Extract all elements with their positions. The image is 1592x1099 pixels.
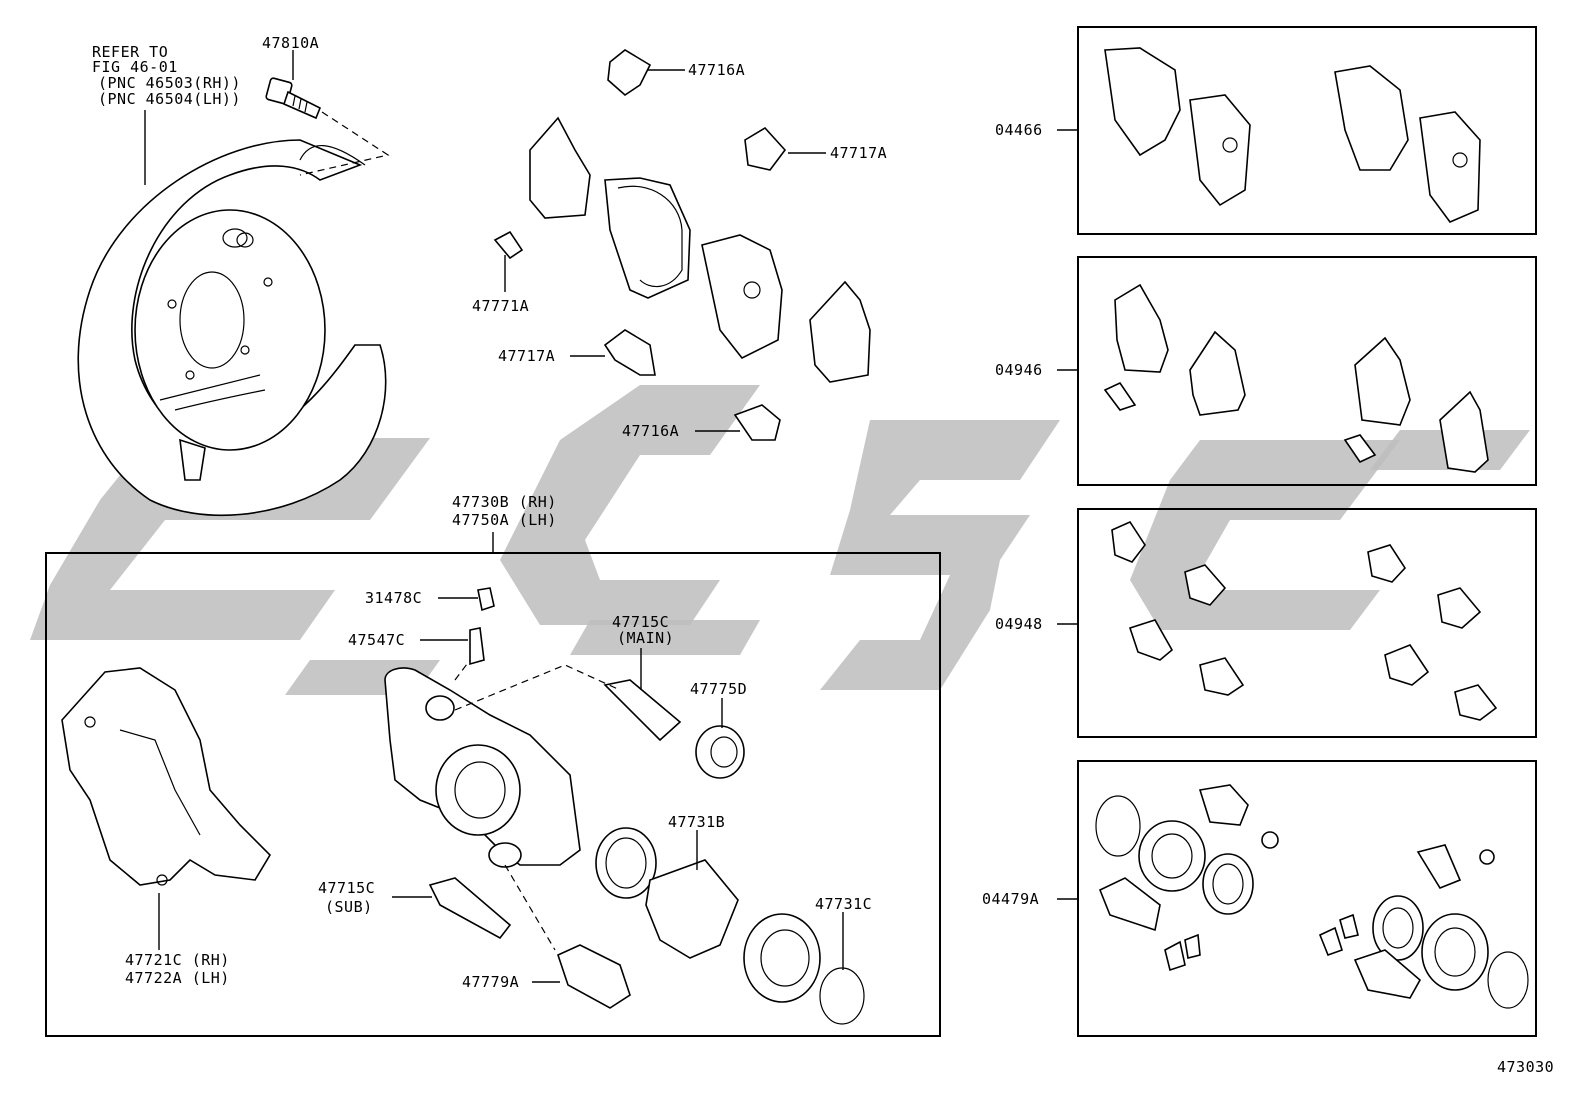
refer-note-line2: FIG 46-01 <box>92 58 178 76</box>
refer-note-line1: REFER TO <box>92 43 168 61</box>
kit-04946-shims-drawing <box>1103 283 1489 473</box>
part-label-47771A[interactable]: 47771A <box>472 297 529 315</box>
part-label-47730B[interactable]: 47730B (RH) <box>452 493 557 511</box>
caliper-body-drawing <box>384 667 581 868</box>
part-label-47715C-main[interactable]: 47715C <box>612 613 669 631</box>
part-label-47715C-sub[interactable]: 47715C <box>318 879 375 897</box>
leader-lines <box>144 50 1078 983</box>
part-label-47731C[interactable]: 47731C <box>815 895 872 913</box>
part-label-47779A[interactable]: 47779A <box>462 973 519 991</box>
part-label-31478C[interactable]: 31478C <box>365 589 422 607</box>
part-label-47715C-main-note: (MAIN) <box>617 629 674 647</box>
part-label-47717A-mid[interactable]: 47717A <box>498 347 555 365</box>
part-label-47722A[interactable]: 47722A (LH) <box>125 969 230 987</box>
part-label-47715C-sub-note: (SUB) <box>325 898 373 916</box>
part-label-47750A[interactable]: 47750A (LH) <box>452 511 557 529</box>
kit-box-04946 <box>1077 256 1537 486</box>
part-label-47716A-top[interactable]: 47716A <box>688 61 745 79</box>
kit-label-04479A[interactable]: 04479A <box>982 890 1039 908</box>
kit-label-04946[interactable]: 04946 <box>995 361 1043 379</box>
part-label-47721C[interactable]: 47721C (RH) <box>125 951 230 969</box>
caliper-small-parts-drawing <box>428 587 865 1025</box>
refer-note-line4: (PNC 46504(LH)) <box>98 90 241 108</box>
part-label-47547C[interactable]: 47547C <box>348 631 405 649</box>
bolt-47810A-drawing <box>265 77 322 120</box>
leader-dash-47810A <box>299 111 390 176</box>
kit-label-04948[interactable]: 04948 <box>995 615 1043 633</box>
caliper-bracket-drawing <box>61 667 272 886</box>
part-label-47717A-top[interactable]: 47717A <box>830 144 887 162</box>
refer-note-line3: (PNC 46503(RH)) <box>98 74 241 92</box>
kit-box-04948 <box>1077 508 1537 738</box>
dash-lines-caliper <box>454 659 621 951</box>
kit-04948-clips-drawing <box>1111 520 1498 721</box>
part-label-47775D[interactable]: 47775D <box>690 680 747 698</box>
part-label-47716A-mid[interactable]: 47716A <box>622 422 679 440</box>
top-shims-clips-drawing <box>493 49 787 441</box>
diagram-id: 473030 <box>1497 1058 1554 1076</box>
backing-plate-drawing <box>77 139 387 517</box>
part-label-47810A[interactable]: 47810A <box>262 34 319 52</box>
kit-04479A-seals-drawing <box>1095 784 1529 1009</box>
kit-label-04466[interactable]: 04466 <box>995 121 1043 139</box>
kit-04466-pads-drawing <box>1104 47 1481 223</box>
part-label-47731B[interactable]: 47731B <box>668 813 725 831</box>
top-pads-drawing <box>529 116 871 383</box>
